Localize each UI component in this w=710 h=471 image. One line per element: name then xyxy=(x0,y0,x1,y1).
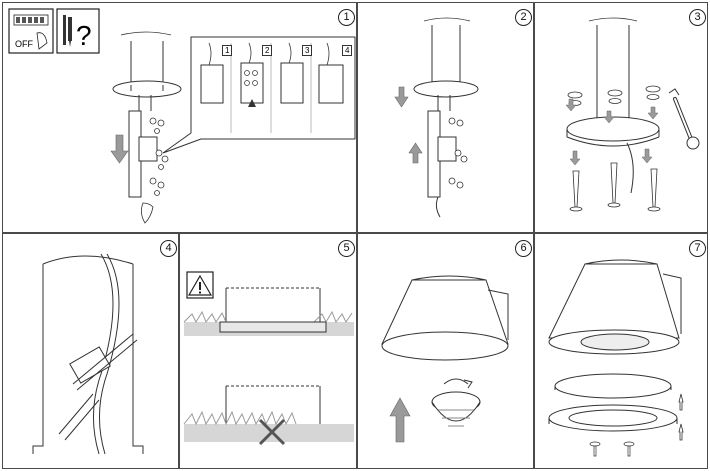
step-2-illustration xyxy=(394,17,479,218)
detail-step-4-label: 4 xyxy=(342,45,353,56)
switch-off-label: OFF xyxy=(15,39,33,49)
step-2-number: 2 xyxy=(515,9,532,26)
step-5-panel: 5 xyxy=(179,233,357,469)
step-7-illustration xyxy=(548,259,684,457)
wrench-icon xyxy=(668,88,700,150)
detail-step-3-label: 3 xyxy=(302,45,313,56)
step-1-number: 1 xyxy=(338,9,355,26)
step-7-number: 7 xyxy=(689,240,706,257)
step-6-illustration xyxy=(381,275,509,443)
tools-icon xyxy=(56,8,100,54)
step-1-panel: 1 OFF ? xyxy=(2,2,357,233)
step-4-illustration xyxy=(32,253,144,455)
step-5-number: 5 xyxy=(338,240,355,257)
step-3-illustration xyxy=(565,17,700,212)
step-6-panel: 6 xyxy=(357,233,534,469)
step-3-number: 3 xyxy=(689,9,706,26)
step-4-panel: 4 xyxy=(2,233,179,469)
question-icon: ? xyxy=(76,20,92,51)
step-5-illustration xyxy=(183,271,354,446)
warning-icon xyxy=(186,271,214,299)
cross-icon xyxy=(258,418,286,446)
step-6-number: 6 xyxy=(515,240,532,257)
detail-step-2-label: 2 xyxy=(262,45,273,56)
step-4-number: 4 xyxy=(160,240,177,257)
step-1-illustration: OFF ? xyxy=(8,8,356,224)
detail-step-1-label: 1 xyxy=(222,45,233,56)
step-7-panel: 7 xyxy=(534,233,708,469)
step-2-panel: 2 xyxy=(357,2,534,233)
power-switch-icon xyxy=(8,8,54,54)
step-3-panel: 3 xyxy=(534,2,708,233)
